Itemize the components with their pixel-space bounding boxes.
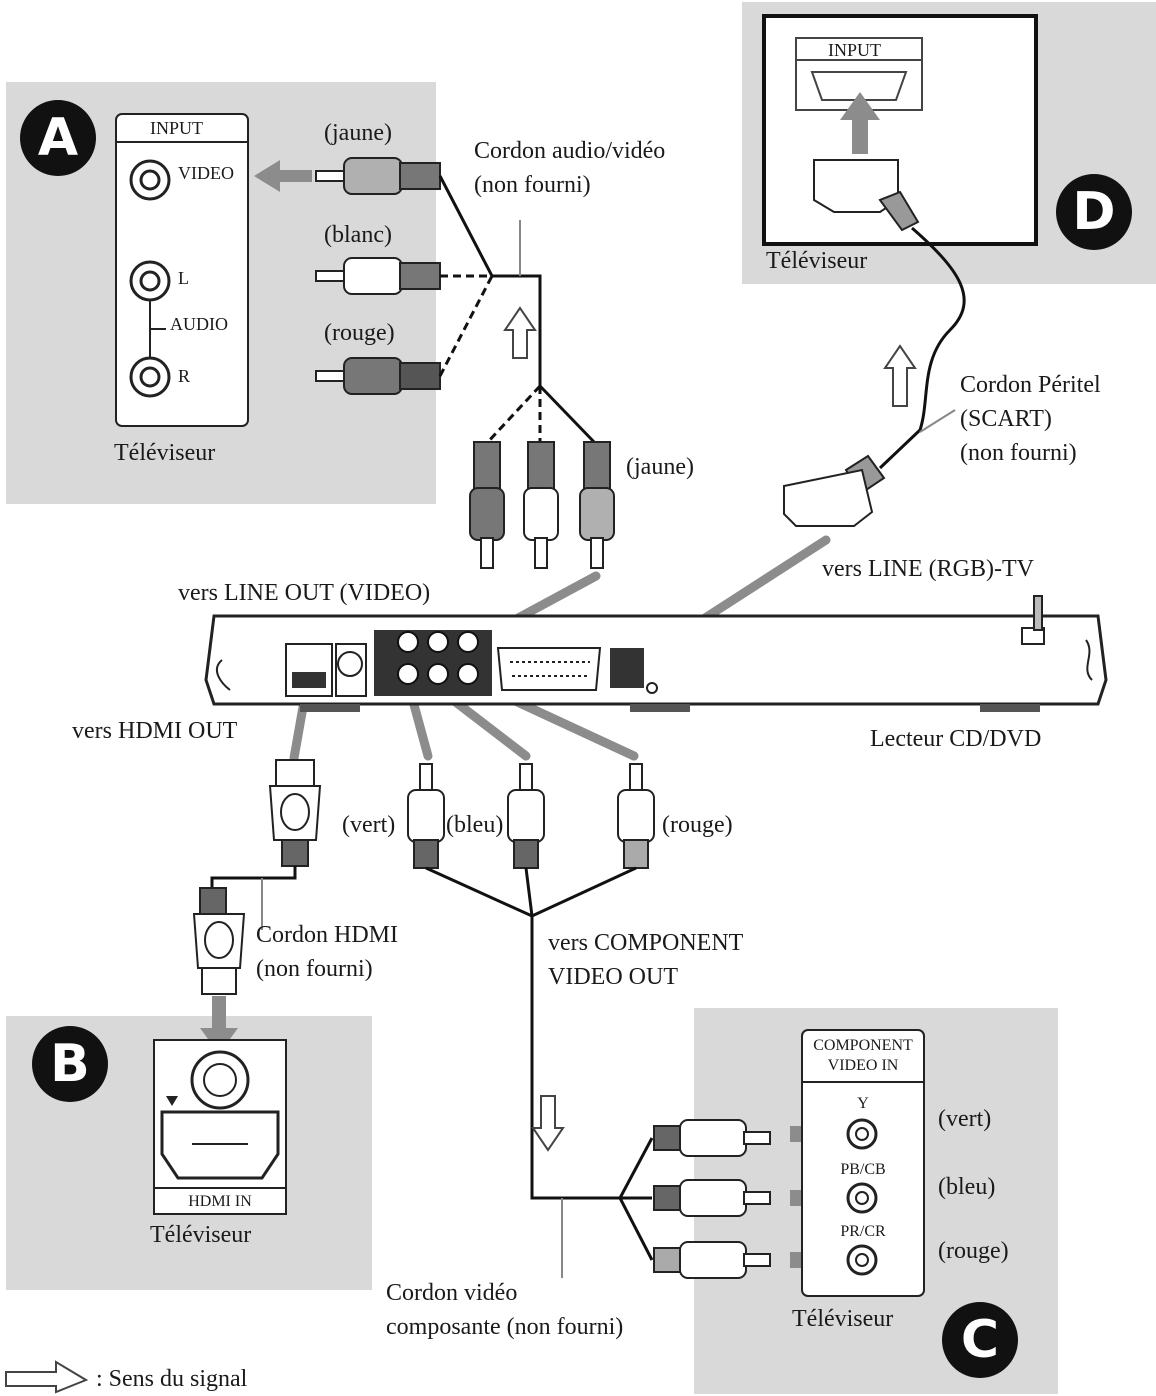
av-cord — [438, 175, 598, 446]
panel-c-color-y: (vert) — [938, 1106, 992, 1132]
panel-a-tv-label: Téléviseur — [114, 440, 216, 466]
panel-c-tv-label: Téléviseur — [792, 1306, 894, 1332]
panel-d-tv-label: Téléviseur — [766, 248, 868, 274]
label-player: Lecteur CD/DVD — [870, 726, 1042, 752]
comp-c-plug-blue — [653, 1179, 771, 1217]
dvd-player-body — [204, 595, 1108, 712]
component-cord — [425, 866, 654, 1278]
label-comp-cord-1: Cordon vidéo — [386, 1280, 518, 1306]
label-av-cord-2: (non fourni) — [474, 172, 591, 198]
badge-c: C — [942, 1302, 1018, 1378]
hdmi-cord — [210, 866, 297, 890]
hdmi-plug-bottom — [192, 887, 246, 995]
av-plug-bottom-yellow — [579, 441, 615, 569]
av-plug-white — [315, 257, 441, 295]
panel-c-jack-pb: PB/CB — [840, 1161, 886, 1178]
panel-a-audio-label: AUDIO — [170, 314, 228, 334]
tv-c-component-panel — [801, 1029, 925, 1297]
comp-c-plug-red — [653, 1241, 771, 1279]
panel-a-r-label: R — [178, 366, 191, 386]
badge-a: A — [20, 100, 96, 176]
panel-c-color-pr: (rouge) — [938, 1238, 1009, 1264]
comp-c-plug-green — [653, 1119, 771, 1157]
label-av-plug-yellow-bottom: (jaune) — [626, 454, 694, 480]
badge-b: B — [32, 1026, 108, 1102]
label-av-cord-1: Cordon audio/vidéo — [474, 138, 666, 164]
label-scart-cord-1: Cordon Péritel — [960, 372, 1101, 398]
label-scart-cord-3: (non fourni) — [960, 440, 1077, 466]
label-hdmi-cord-1: Cordon HDMI — [256, 922, 398, 948]
av-plug-yellow-top — [315, 157, 441, 195]
scart-cord-leader — [919, 409, 956, 433]
panel-c-title-2: VIDEO IN — [827, 1057, 899, 1074]
panel-c-jack-y: Y — [857, 1095, 869, 1112]
label-comp-cord-2: composante (non fourni) — [386, 1314, 624, 1340]
signal-arrow-d — [840, 92, 880, 154]
av-plug-red — [315, 357, 441, 395]
tv-b-hdmi-port — [153, 1039, 287, 1215]
tv-a-input-panel — [115, 113, 249, 427]
label-av-plug-red: (rouge) — [324, 320, 395, 346]
panel-c-color-pb: (bleu) — [938, 1174, 996, 1200]
badge-d: D — [1056, 174, 1132, 250]
signal-direction-arrow-up-a — [503, 306, 537, 359]
av-plug-bottom-white — [523, 441, 559, 569]
panel-a-input-title: INPUT — [150, 118, 203, 138]
panel-b-tv-label: Téléviseur — [150, 1222, 252, 1248]
av-plug-bottom-red — [469, 441, 505, 569]
label-hdmi-out: vers HDMI OUT — [72, 718, 238, 744]
label-line-rgb-tv: vers LINE (RGB)-TV — [822, 556, 1034, 582]
scart-plug-top — [813, 159, 920, 232]
label-comp-out-2: VIDEO OUT — [548, 964, 678, 990]
comp-plug-red — [617, 763, 655, 869]
panel-b-port-label: HDMI IN — [188, 1193, 252, 1210]
legend-signal-arrow-icon — [5, 1360, 89, 1394]
hdmi-plug-top — [268, 759, 322, 867]
label-scart-cord-2: (SCART) — [960, 406, 1052, 432]
scart-cord — [878, 226, 966, 470]
panel-c-jack-pr: PR/CR — [840, 1223, 886, 1240]
label-hdmi-cord-2: (non fourni) — [256, 956, 373, 982]
label-line-out-video: vers LINE OUT (VIDEO) — [178, 580, 431, 606]
label-comp-plug-red: (rouge) — [662, 812, 733, 838]
legend-label: : Sens du signal — [96, 1366, 248, 1392]
panel-a-video-label: VIDEO — [178, 163, 234, 183]
label-av-plug-yellow-top: (jaune) — [324, 120, 392, 146]
panel-d-input-title: INPUT — [828, 40, 881, 60]
signal-arrow-a — [254, 160, 312, 192]
panel-c-title-1: COMPONENT — [813, 1037, 913, 1054]
label-comp-plug-green: (vert) — [342, 812, 396, 838]
signal-direction-arrow-up-d — [883, 344, 917, 407]
comp-plug-blue — [507, 763, 545, 869]
scart-plug-bottom — [783, 454, 886, 527]
label-av-plug-white: (blanc) — [324, 222, 392, 248]
label-comp-plug-blue: (bleu) — [446, 812, 504, 838]
comp-plug-green — [407, 763, 445, 869]
label-comp-out-1: vers COMPONENT — [548, 930, 744, 956]
panel-a-l-label: L — [178, 268, 189, 288]
signal-direction-arrow-down-c — [531, 1095, 565, 1152]
